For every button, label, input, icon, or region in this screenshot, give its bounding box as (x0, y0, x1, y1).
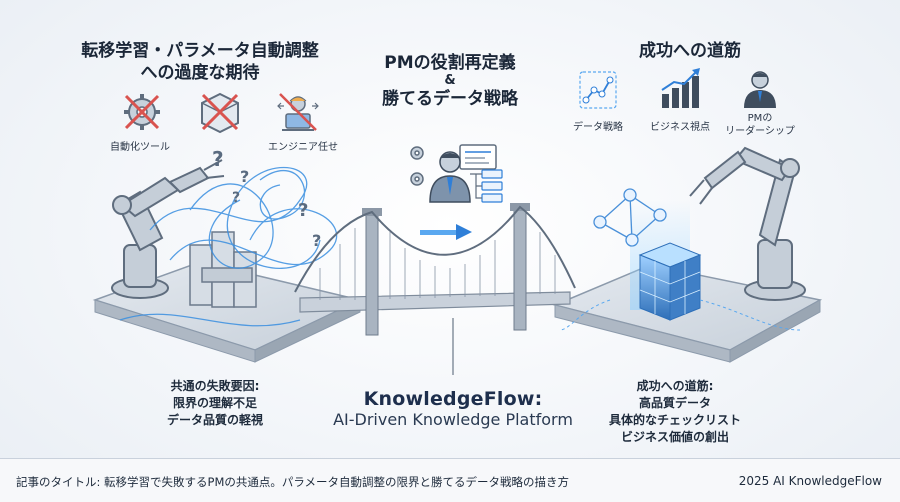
article-title: 記事のタイトル: 転移学習で失敗するPMの共通点。パラメータ自動調整の限界と勝て… (16, 475, 570, 489)
pm-leadership-label-line1: PMの (747, 113, 773, 124)
success-path: 成功への道筋: 高品質データ 具体的なチェックリスト ビジネス価値の創出 (585, 378, 765, 446)
svg-text:?: ? (232, 190, 240, 206)
brand-block: KnowledgeFlow: AI-Driven Knowledge Platf… (300, 388, 606, 429)
failure-factor-item: 限界の理解不足 (172, 396, 257, 410)
automation-tool-label: 自動化ツール (110, 142, 170, 153)
data-strategy-label: データ戦略 (573, 122, 623, 133)
success-path-item: 高品質データ (638, 396, 711, 410)
copyright: 2025 AI KnowledgeFlow (738, 474, 882, 488)
center-heading-ampersand: & (444, 73, 456, 88)
svg-text:?: ? (212, 147, 224, 171)
svg-text:?: ? (240, 167, 249, 186)
business-view-label: ビジネス視点 (650, 122, 710, 133)
checklist-icon (470, 169, 503, 203)
left-heading-line1: 転移学習・パラメータ自動調整 (81, 41, 319, 61)
center-heading-line2: 勝てるデータ戦略 (382, 89, 518, 109)
suspension-bridge (294, 203, 576, 336)
right-heading: 成功への道筋 (639, 41, 741, 61)
left-heading: 転移学習・パラメータ自動調整 への過度な期待 (70, 40, 330, 84)
failure-factor-item: データ品質の軽視 (166, 413, 263, 427)
data-strategy-icon (579, 71, 617, 109)
success-path-item: 具体的なチェックリスト (608, 413, 741, 427)
failure-factors-title: 共通の失敗要因: (170, 379, 260, 393)
center-heading-line1: PMの役割再定義 (384, 53, 516, 73)
left-heading-line2: への過度な期待 (140, 63, 260, 83)
pm-person-icon (429, 144, 497, 203)
network-nodes (593, 188, 667, 247)
tangled-wires (119, 166, 338, 327)
brand-subtitle: AI-Driven Knowledge Platform (333, 410, 573, 429)
gear-crossed-icon (124, 94, 160, 130)
engineer-laptop-icon (277, 93, 319, 131)
brand-title: KnowledgeFlow: (363, 388, 543, 410)
pm-leadership-label-line2: リーダーシップ (725, 126, 795, 137)
engineer-reliance-label: エンジニア任せ (268, 142, 338, 153)
right-robot-arm (689, 146, 806, 301)
left-robot-arm (111, 159, 225, 299)
success-path-item: ビジネス価値の創出 (620, 430, 729, 444)
svg-text:?: ? (298, 200, 308, 221)
center-heading: PMの役割再定義 & 勝てるデータ戦略 (360, 52, 540, 110)
cube-crossed-icon (201, 92, 239, 134)
business-chart-icon (661, 68, 700, 108)
svg-text:?: ? (312, 231, 321, 250)
leader-person-icon (744, 71, 776, 108)
pm-leadership-label: PMの リーダーシップ (720, 112, 800, 138)
question-marks: ? ? ? ? ? (212, 147, 321, 250)
footer-bar: 記事のタイトル: 転移学習で失敗するPMの共通点。パラメータ自動調整の限界と勝て… (0, 458, 900, 502)
gear-icon (410, 146, 424, 186)
tangled-structure (189, 231, 257, 308)
data-cube (559, 200, 801, 331)
failure-factors: 共通の失敗要因: 限界の理解不足 データ品質の軽視 (140, 378, 290, 429)
illustration: ? ? ? ? ? (92, 68, 823, 375)
progress-arrow (420, 224, 472, 240)
success-path-title: 成功への道筋: (636, 379, 714, 393)
